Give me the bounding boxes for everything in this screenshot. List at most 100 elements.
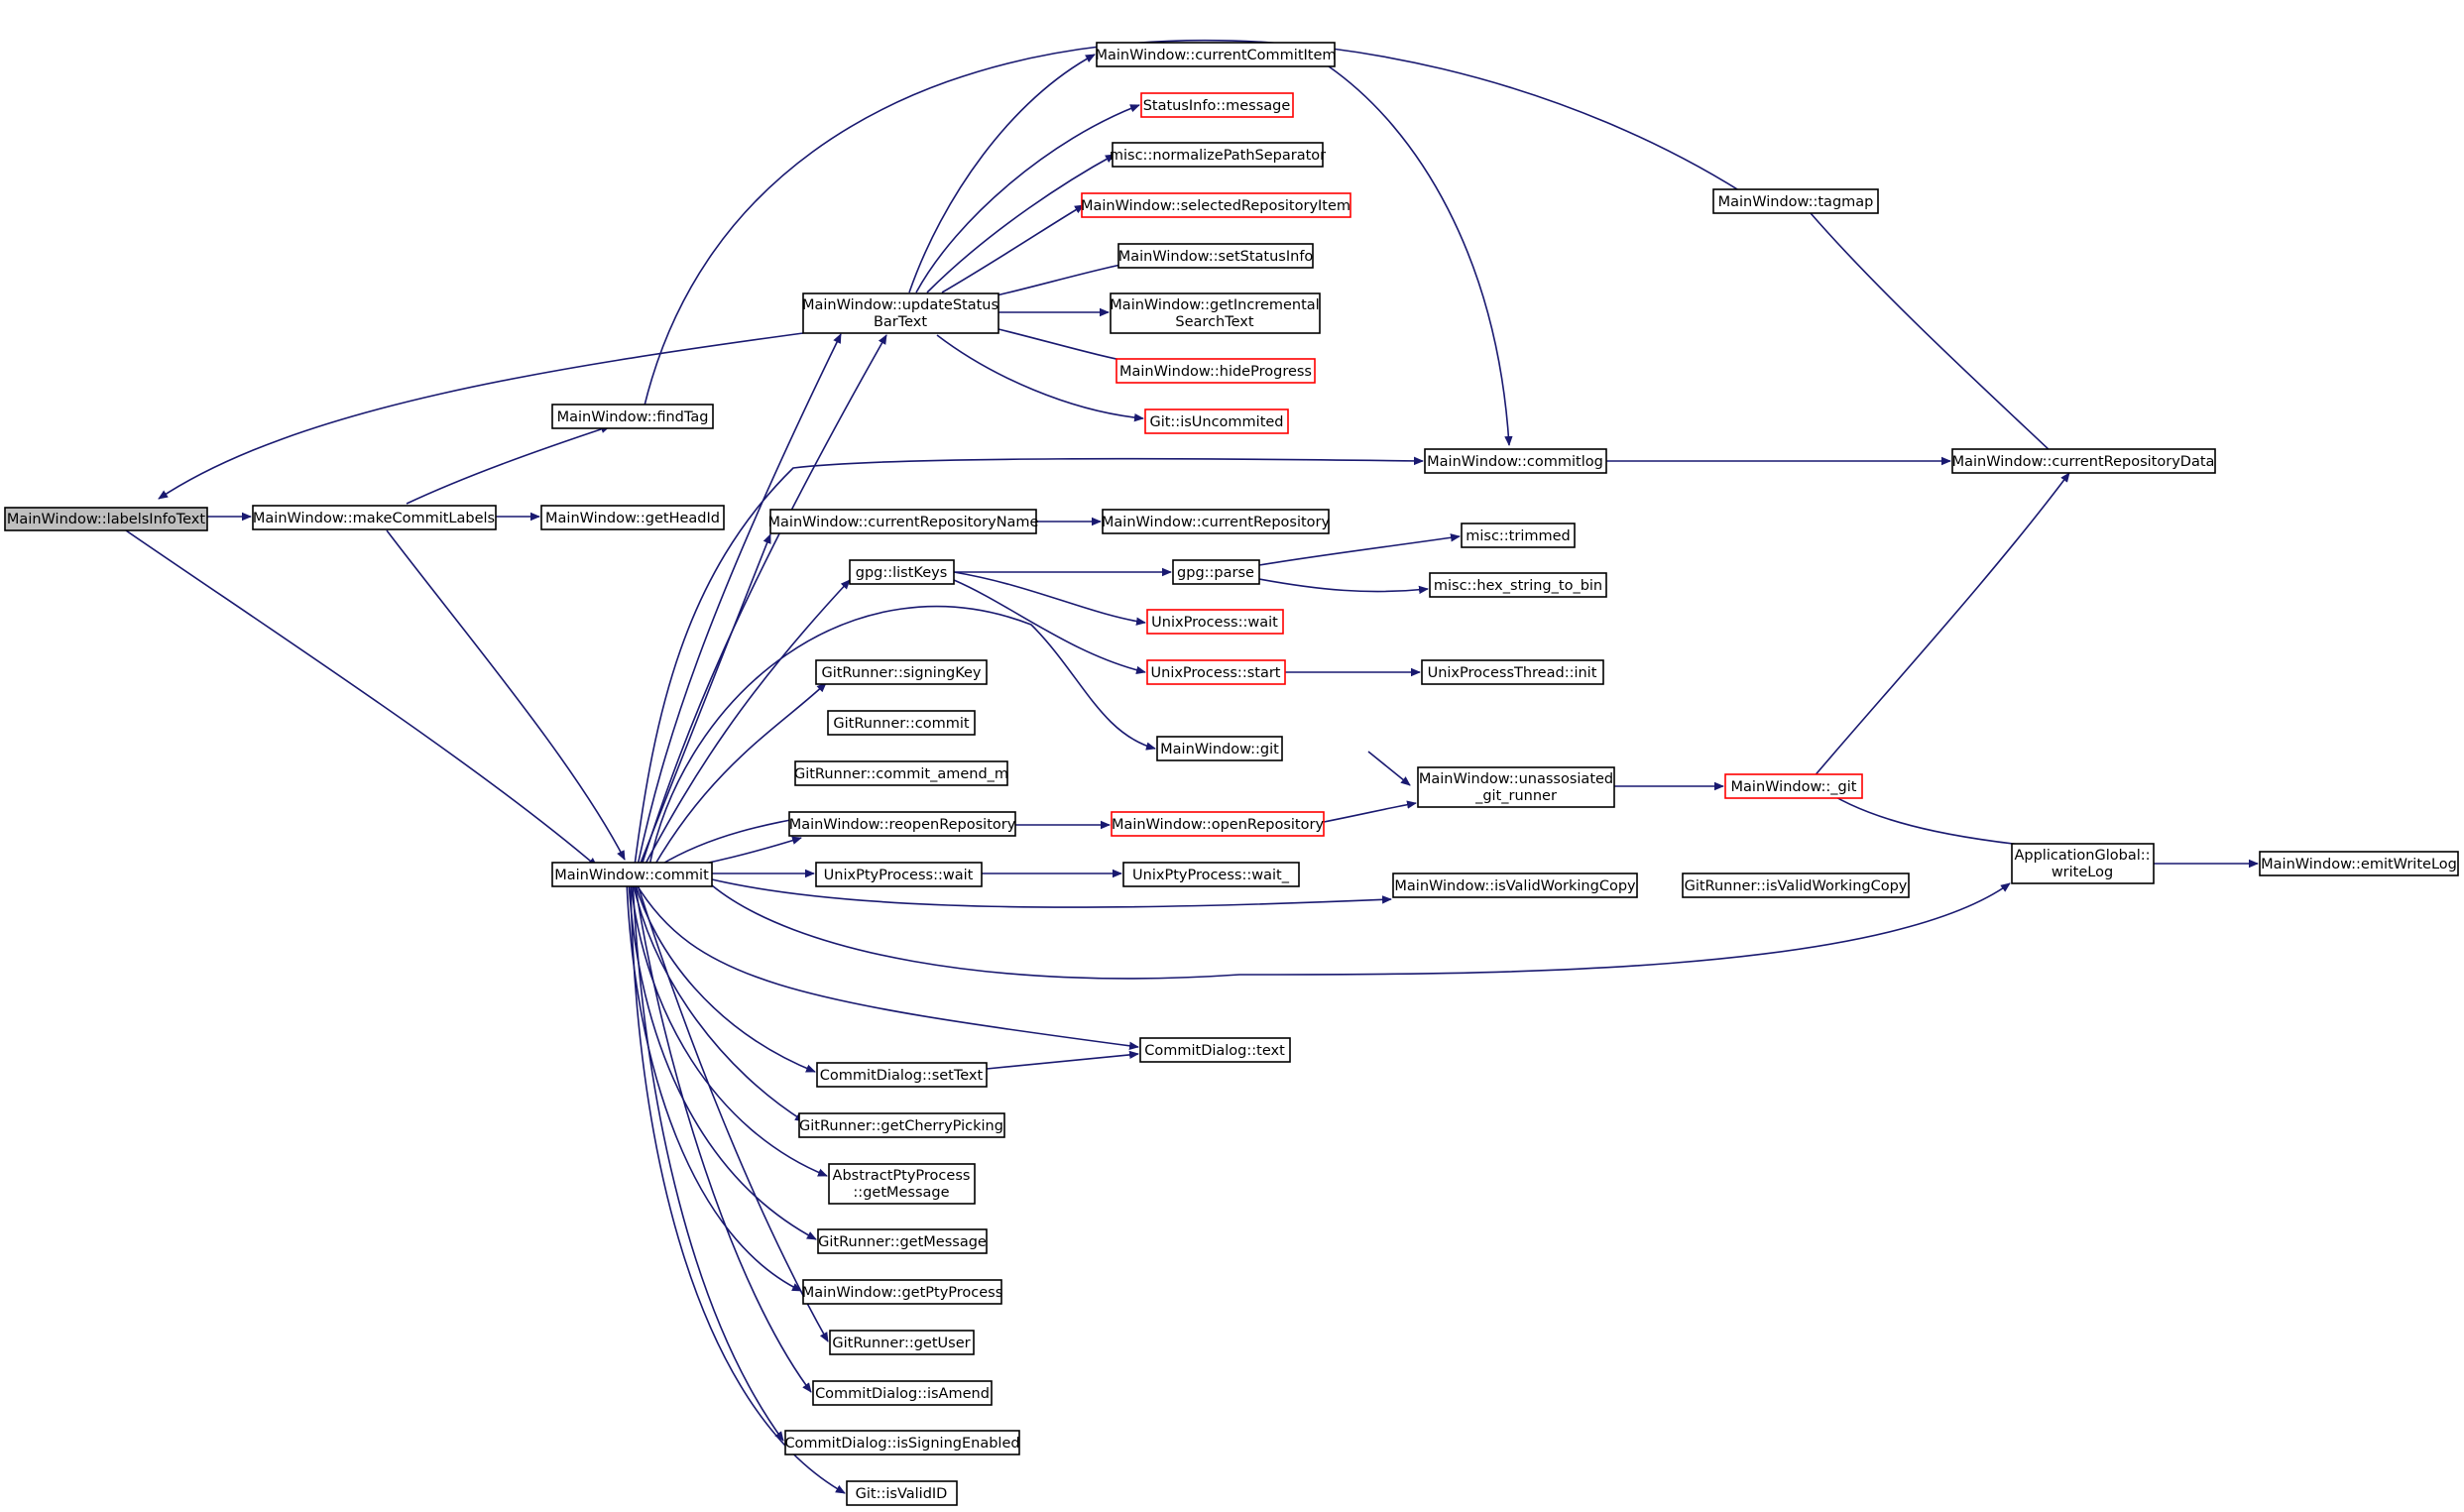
node-commit-amend-m: GitRunner::commit_amend_m	[794, 760, 1008, 786]
node-make-commit-labels: MainWindow::makeCommitLabels	[252, 505, 497, 530]
node-label: MainWindow::tagmap	[1718, 194, 1874, 210]
node-label: GitRunner::isValidWorkingCopy	[1685, 878, 1908, 894]
edge	[634, 456, 1424, 867]
node-current-repository-name: MainWindow::currentRepositoryName	[768, 509, 1039, 534]
node-open-repository: MainWindow::openRepository	[1111, 811, 1325, 837]
node-label: UnixProcess::wait	[1151, 615, 1278, 631]
node-label: MainWindow::isValidWorkingCopy	[1394, 878, 1636, 894]
node-label: MainWindow::makeCommitLabels	[253, 511, 495, 526]
node-current-repository: MainWindow::currentRepository	[1102, 509, 1331, 534]
edge	[986, 1050, 1139, 1070]
edge	[908, 54, 1096, 293]
edge	[1367, 751, 1411, 786]
edge	[641, 334, 887, 867]
node-find-tag: MainWindow::findTag	[551, 404, 714, 429]
node-abstract-pty-process-get-message: AbstractPtyProcess ::getMessage	[828, 1163, 976, 1205]
node-tagmap: MainWindow::tagmap	[1712, 188, 1879, 214]
node-label: MainWindow::currentRepository	[1102, 515, 1331, 530]
node-unix-pty-process-wait: UnixPtyProcess::wait	[815, 862, 983, 887]
node-update-status-bar-text: MainWindow::updateStatus BarText	[802, 292, 999, 334]
node-get-head-id: MainWindow::getHeadId	[540, 505, 725, 530]
node-label: GitRunner::commit	[833, 716, 969, 732]
node-label: MainWindow::selectedRepositoryItem	[1081, 198, 1350, 214]
edge	[936, 334, 1144, 422]
edge	[406, 424, 611, 505]
node-label: UnixProcess::start	[1151, 665, 1281, 681]
node-label: MainWindow::currentCommitItem	[1095, 48, 1336, 63]
node-label: ApplicationGlobal::	[2014, 848, 2150, 864]
node-label: SearchText	[1175, 314, 1253, 330]
node-label: CommitDialog::isAmend	[815, 1386, 990, 1402]
edge	[630, 880, 828, 1177]
node-hex-string-to-bin: misc::hex_string_to_bin	[1429, 572, 1607, 598]
edge	[1328, 65, 1513, 446]
node-is-amend: CommitDialog::isAmend	[812, 1380, 993, 1406]
node-normalize-path-separator: misc::normalizePathSeparator	[1110, 142, 1326, 168]
node-commit-dialog-text: CommitDialog::text	[1139, 1037, 1291, 1063]
node-label: ::getMessage	[853, 1185, 949, 1201]
edge	[636, 880, 829, 1342]
node-get-cherry-picking: GitRunner::getCherryPicking	[798, 1112, 1005, 1138]
edge	[637, 333, 842, 867]
node-gpg-parse: gpg::parse	[1172, 559, 1260, 585]
node-label: _git_runner	[1474, 788, 1557, 804]
edge	[648, 605, 1156, 867]
edge	[634, 880, 1139, 1050]
edge	[632, 880, 805, 1122]
node-label: gpg::listKeys	[856, 565, 948, 581]
node-label: MainWindow::emitWriteLog	[2261, 857, 2457, 872]
node-label: MainWindow::commitlog	[1427, 454, 1603, 470]
node-label: GitRunner::getUser	[832, 1336, 970, 1351]
node-current-commit-item: MainWindow::currentCommitItem	[1095, 42, 1337, 67]
node-unix-pty-process-wait-underscore: UnixPtyProcess::wait_	[1122, 862, 1300, 887]
node-label: GitRunner::signingKey	[821, 665, 981, 681]
node-write-log: ApplicationGlobal:: writeLog	[2011, 843, 2155, 884]
node-label: MainWindow::commit	[554, 868, 709, 883]
node-commit: MainWindow::commit	[551, 862, 713, 887]
node-label: MainWindow::getPtyProcess	[802, 1285, 1003, 1301]
node-label: misc::hex_string_to_bin	[1434, 578, 1602, 594]
node-label: CommitDialog::isSigningEnabled	[784, 1436, 1019, 1452]
node-selected-repository-item: MainWindow::selectedRepositoryItem	[1081, 192, 1351, 218]
node-git-runner-is-valid-working-copy: GitRunner::isValidWorkingCopy	[1682, 872, 1910, 898]
node-label: MainWindow::currentRepositoryName	[768, 515, 1039, 530]
node-label: MainWindow::getIncremental	[1110, 297, 1319, 313]
node-unix-process-start: UnixProcess::start	[1146, 659, 1286, 685]
node-emit-write-log: MainWindow::emitWriteLog	[2259, 851, 2459, 876]
node-commitlog: MainWindow::commitlog	[1424, 448, 1607, 474]
node-hide-progress: MainWindow::hideProgress	[1115, 358, 1316, 384]
node-label: UnixPtyProcess::wait	[824, 868, 974, 883]
node-git-runner-commit: GitRunner::commit	[827, 710, 976, 736]
node-label: MainWindow::labelsInfoText	[7, 512, 205, 527]
node-label: misc::normalizePathSeparator	[1110, 148, 1326, 164]
node-underscore-git: MainWindow::_git	[1724, 773, 1863, 799]
node-get-pty-process: MainWindow::getPtyProcess	[802, 1279, 1003, 1305]
node-label: Git::isValidID	[856, 1486, 948, 1502]
node-label: MainWindow::findTag	[557, 409, 709, 425]
edge	[1258, 578, 1429, 595]
node-main-window-is-valid-working-copy: MainWindow::isValidWorkingCopy	[1392, 872, 1638, 898]
edge	[158, 332, 804, 500]
node-label: MainWindow::updateStatus	[802, 297, 998, 313]
node-labels-info-text: MainWindow::labelsInfoText	[4, 507, 208, 531]
edge	[1323, 800, 1417, 823]
node-label: UnixProcessThread::init	[1428, 665, 1597, 681]
node-label: CommitDialog::setText	[820, 1068, 984, 1084]
edge	[711, 882, 2011, 980]
edge	[953, 579, 1146, 674]
node-label: StatusInfo::message	[1143, 98, 1291, 114]
node-label: misc::trimmed	[1466, 528, 1571, 544]
edge	[1812, 472, 2070, 779]
node-set-status-info: MainWindow::setStatusInfo	[1117, 243, 1314, 269]
edge	[125, 529, 598, 868]
node-label: BarText	[874, 314, 927, 330]
node-signing-key: GitRunner::signingKey	[815, 659, 988, 685]
node-label: GitRunner::commit_amend_m	[794, 766, 1008, 782]
edge	[644, 579, 851, 867]
node-is-signing-enabled: CommitDialog::isSigningEnabled	[784, 1430, 1020, 1455]
node-unix-process-thread-init: UnixProcessThread::init	[1421, 659, 1604, 685]
edge	[915, 104, 1140, 293]
node-commit-dialog-set-text: CommitDialog::setText	[816, 1062, 988, 1088]
node-unassosiated-git-runner: MainWindow::unassosiated _git_runner	[1417, 766, 1615, 808]
